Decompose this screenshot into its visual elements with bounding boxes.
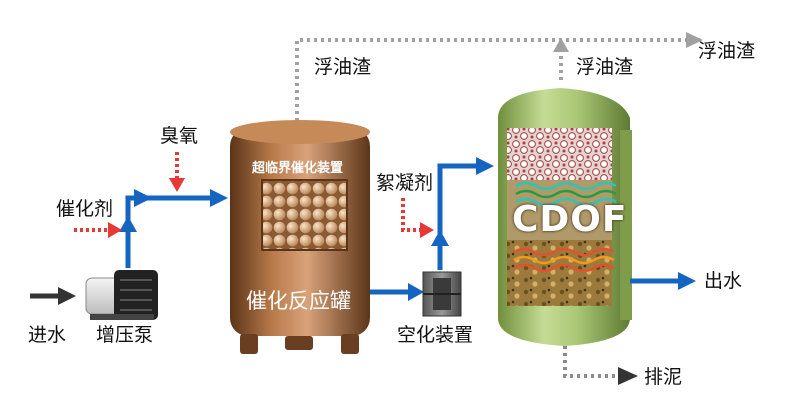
flow-cavitation-to-separator: [437, 163, 478, 270]
arrow-into-reactor: [210, 189, 228, 207]
cdof-label: CDOF: [512, 199, 628, 240]
scum-label-right: 浮油渣: [698, 40, 756, 62]
booster-pump: [85, 270, 158, 320]
water-in-arrowhead: [58, 287, 76, 305]
arrow-up-cavitation: [431, 230, 449, 246]
flocculant-label: 絮凝剂: [376, 172, 434, 194]
arrow-into-cavitation: [408, 283, 424, 301]
booster-pump-label: 增压泵: [96, 324, 154, 346]
coil-element-top: [515, 181, 617, 207]
scum-arrowhead-up: [553, 38, 569, 52]
scum-label-mid: 浮油渣: [576, 56, 634, 78]
flocculant-dosing-line: [401, 198, 422, 232]
water-out-label: 出水: [704, 270, 743, 292]
sludge-label: 排泥: [644, 366, 683, 388]
catalytic-reactor-tank: [230, 120, 370, 354]
scum-line-reactor: [295, 38, 700, 128]
cavitation-device: [422, 271, 462, 317]
foam-layer: [507, 128, 612, 180]
sludge-line: [563, 346, 620, 378]
arrow-into-separator: [476, 157, 494, 175]
cavitation-device-label: 空化装置: [397, 324, 474, 346]
water-in-label: 进水: [28, 324, 67, 346]
scum-label-left: 浮油渣: [314, 56, 372, 78]
ozone-arrowhead: [169, 178, 185, 192]
supercritical-device-label: 超临界催化装置: [252, 161, 344, 176]
reactor-window: [261, 179, 348, 251]
scum-arrowhead-right: [686, 32, 703, 48]
catalytic-reactor-label: 催化反应罐: [246, 289, 351, 313]
arrow-water-out: [678, 272, 696, 290]
dosing-lines: [74, 152, 422, 232]
ozone-label: 臭氧: [160, 125, 199, 147]
arrow-up-pump: [119, 216, 137, 232]
sludge-arrowhead: [618, 367, 638, 385]
flocculant-arrowhead: [420, 222, 434, 238]
cdof-separator-tank: [498, 88, 632, 346]
coil-element-bottom: [513, 247, 615, 273]
flow-pump-to-reactor: [125, 195, 212, 268]
scum-lines: [295, 38, 700, 128]
catalyst-arrowhead: [108, 222, 122, 238]
catalyst-label: 催化剂: [56, 198, 114, 220]
arrow-right-catalyst-line: [134, 189, 152, 207]
